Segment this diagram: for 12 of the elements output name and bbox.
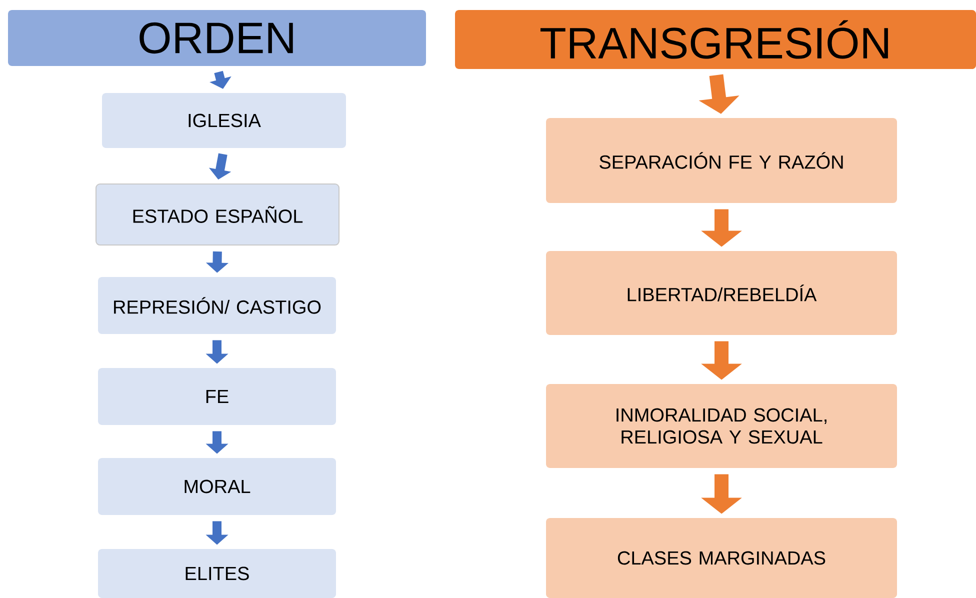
process-box: REPRESIÓN/ CASTIGO	[98, 277, 336, 334]
process-box: ESTADO ESPAÑOL	[96, 184, 340, 246]
process-box: SEPARACIÓN FE Y RAZÓN	[546, 118, 897, 203]
process-box: IGLESIA	[102, 93, 346, 148]
process-box: ELITES	[98, 549, 336, 598]
heading-bar: ORDEN	[8, 10, 426, 66]
heading-bar: TRANSGRESIÓN	[455, 10, 976, 69]
process-box: INMORALIDAD SOCIAL, RELIGIOSA Y SEXUAL	[546, 384, 897, 468]
process-box: CLASES MARGINADAS	[546, 518, 897, 598]
process-box: MORAL	[98, 458, 336, 515]
process-box: FE	[98, 368, 336, 425]
process-box: LIBERTAD/REBELDÍA	[546, 251, 897, 335]
